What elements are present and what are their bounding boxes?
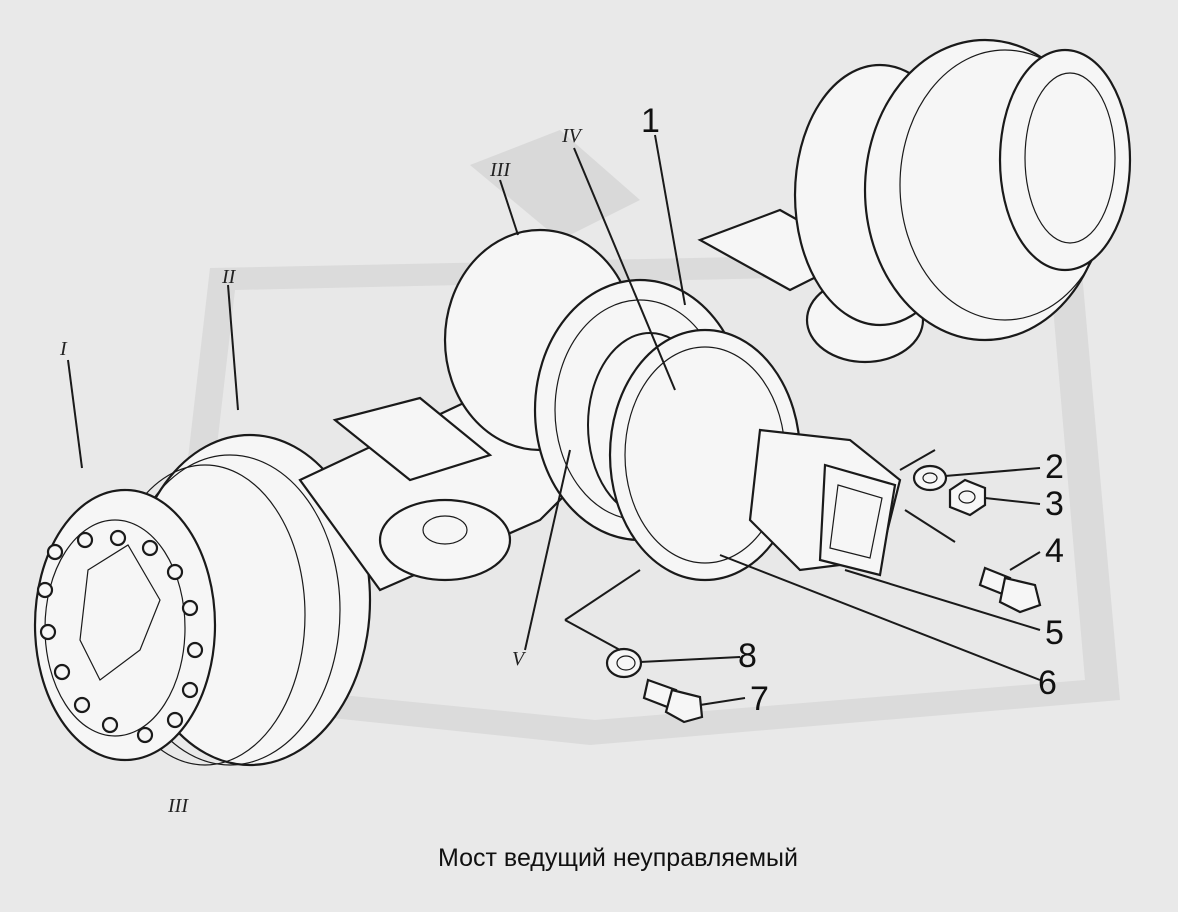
- callout-7: 7: [750, 680, 769, 718]
- view-label-ii: II: [221, 266, 237, 288]
- callout-1: 1: [641, 102, 660, 140]
- washer-8: [605, 647, 643, 679]
- right-hub-assembly: [793, 38, 1132, 342]
- callout-8: 8: [738, 637, 757, 675]
- callout-labels: 1 2 3 4 5 6 7 8: [641, 102, 1064, 718]
- view-label-iii-top: III: [489, 159, 511, 181]
- callout-5: 5: [1045, 614, 1064, 652]
- view-label-v: V: [512, 648, 527, 670]
- nut-3: [948, 478, 987, 517]
- view-label-iii-bottom: III: [167, 795, 189, 817]
- view-label-i: I: [59, 338, 68, 360]
- view-label-iv: IV: [561, 125, 584, 147]
- bolt-7: [642, 678, 704, 724]
- diagram-caption: Мост ведущий неуправляемый: [438, 844, 798, 872]
- bolt-4: [978, 566, 1042, 614]
- callout-4: 4: [1045, 532, 1064, 570]
- callout-6: 6: [1038, 664, 1057, 702]
- callout-2: 2: [1045, 448, 1064, 486]
- left-hub-assembly: [33, 433, 372, 767]
- view-labels: I II III IV V III: [59, 125, 584, 817]
- leader-lines: [67, 134, 1041, 706]
- washer-2: [912, 464, 948, 492]
- differential-housing: [443, 228, 902, 582]
- callout-3: 3: [1045, 485, 1064, 523]
